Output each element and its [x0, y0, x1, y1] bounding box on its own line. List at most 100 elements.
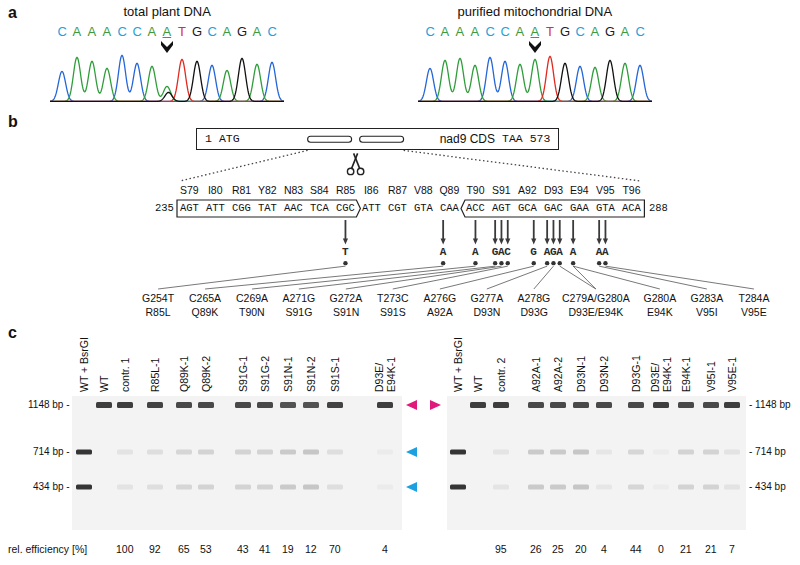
base-call: G	[560, 25, 570, 40]
amino-acid: V88	[414, 184, 433, 196]
gel-band	[117, 485, 133, 490]
gel-band	[280, 450, 296, 455]
amino-acid: Y82	[258, 184, 277, 196]
trace-title: total plant DNA	[124, 5, 211, 20]
gel-band	[573, 450, 589, 455]
mutation-arrowhead	[597, 239, 602, 245]
mutation-arrow	[507, 220, 509, 240]
base-call: A	[103, 25, 112, 40]
base-call: C	[576, 25, 585, 40]
mutation-arrow	[345, 220, 347, 240]
codon: GAC	[544, 202, 563, 214]
gel-band	[176, 402, 192, 408]
mutation-name: T273C	[377, 292, 409, 304]
efficiency-value: 21	[680, 543, 692, 555]
efficiency-value: 20	[575, 543, 587, 555]
mutation-arrow	[598, 220, 600, 240]
gel-band	[550, 450, 566, 455]
lane-label: E94K-1	[680, 357, 692, 392]
lane-label: contr. 1	[119, 358, 131, 392]
gel-band	[76, 485, 92, 490]
gel-band	[550, 485, 566, 490]
base-call: A	[253, 25, 262, 40]
gel-band	[147, 485, 163, 490]
amino-acid-change: A92A	[427, 306, 453, 318]
codon: GTA	[414, 202, 433, 214]
panel-letter: b	[8, 113, 18, 131]
mutation-arrow	[501, 220, 503, 240]
amino-acid-change: S91N	[333, 306, 359, 318]
mutant-base: G	[550, 246, 557, 259]
mutation-arrowhead	[557, 239, 562, 245]
mutation-dot	[545, 261, 549, 265]
mutation-name: A276G	[424, 292, 457, 304]
amino-acid-change: V95E	[741, 306, 767, 318]
mutation-arrowhead	[545, 239, 550, 245]
talen-box: ACCAGTGCAGACGAAGTAACA	[461, 200, 644, 217]
mutation-arrowhead	[531, 239, 536, 245]
mutant-base: A	[472, 246, 479, 259]
lane-label: D93E/ E94K-1	[649, 352, 673, 392]
gel-band	[303, 402, 319, 408]
mutation-name: C265A	[189, 292, 221, 304]
mutation-name: A271G	[283, 292, 316, 304]
mutation-dot	[473, 261, 477, 265]
mutant-base: A	[602, 246, 609, 259]
size-marker: 1148 bp -	[28, 399, 70, 411]
codon: AGT	[180, 202, 199, 214]
base-call: A	[456, 25, 465, 40]
gel-band	[176, 485, 192, 490]
efficiency-value: 53	[200, 543, 212, 555]
leader-line	[440, 266, 534, 289]
mutation-arrowhead	[571, 239, 576, 245]
mutation-arrow	[533, 220, 535, 240]
mutant-base: A	[440, 246, 447, 259]
amino-acid-change: S91G	[286, 306, 313, 318]
gel-band	[235, 450, 251, 455]
gel-band	[198, 485, 214, 490]
gel-band	[280, 485, 296, 490]
base-call: G	[237, 25, 247, 40]
gel-band	[550, 402, 566, 408]
gel-band	[653, 450, 669, 455]
gel-band	[493, 402, 509, 408]
base-call: A	[471, 25, 480, 40]
base-call: C	[118, 25, 127, 40]
position-number: 288	[649, 202, 668, 214]
mutation-arrowhead	[551, 239, 556, 245]
gel-band	[76, 450, 92, 455]
lane-label: S91N-2	[305, 356, 317, 392]
leader-line	[487, 266, 547, 289]
codon: GAA	[570, 202, 589, 214]
efficiency-value: 41	[259, 543, 271, 555]
size-marker: 714 bp -	[33, 446, 70, 458]
gel-image	[447, 396, 746, 530]
codon: ACA	[622, 202, 641, 214]
codon: CGT	[388, 202, 407, 214]
amino-acid: N83	[284, 184, 303, 196]
base-call: A	[223, 25, 232, 40]
amino-acid-change: D93N	[474, 306, 501, 318]
lane-label: S91G-2	[259, 356, 271, 392]
efficiency-value: 100	[116, 543, 134, 555]
amino-acid: T96	[622, 184, 640, 196]
base-call: C	[501, 25, 510, 40]
gel-band	[176, 450, 192, 455]
efficiency-value: 25	[552, 543, 564, 555]
mutant-base: C	[504, 246, 511, 259]
mutation-dot	[551, 261, 555, 265]
lane-label: V95I-1	[705, 361, 717, 392]
gel-band	[493, 450, 509, 455]
trace-line	[50, 57, 284, 101]
talen-arrow-box	[177, 200, 360, 217]
codon: AGT	[492, 202, 511, 214]
panel-letter: c	[8, 324, 17, 342]
gel-band	[703, 402, 719, 408]
scissors-icon	[347, 153, 363, 174]
gel-band	[303, 485, 319, 490]
gel-band	[724, 450, 740, 455]
band-pointer	[430, 400, 441, 410]
lane-label: V95E-1	[726, 357, 738, 392]
mutation-arrowhead	[499, 239, 504, 245]
position-arrowhead	[529, 41, 541, 53]
